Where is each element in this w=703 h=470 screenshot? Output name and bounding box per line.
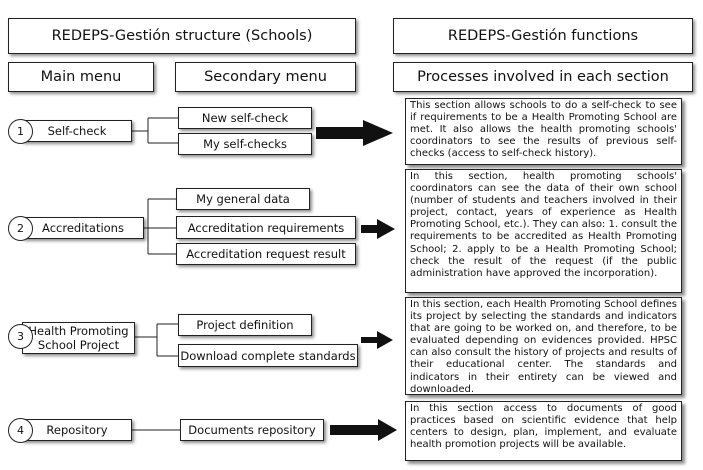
sub-item-download-complete-standards: Download complete standards xyxy=(178,344,358,367)
sub-item-project-definition: Project definition xyxy=(178,314,312,336)
main-item-self-check: Self-check xyxy=(22,120,132,142)
section-number-3: 3 xyxy=(8,324,33,349)
sub-item-accreditation-requirements: Accreditation requirements xyxy=(176,216,356,239)
sub-item-accreditation-request-result: Accreditation request result xyxy=(176,243,356,265)
main-item-health-promoting-school-project: Health Promoting School Project xyxy=(22,322,135,354)
section-number-1: 1 xyxy=(8,119,33,144)
processes-header: Processes involved in each section xyxy=(393,62,693,92)
sub-item-documents-repository: Documents repository xyxy=(180,419,324,441)
main-menu-header: Main menu xyxy=(8,62,154,92)
section-number-4: 4 xyxy=(8,418,33,443)
arrow-4 xyxy=(330,419,397,441)
sub-item-my-self-checks: My self-checks xyxy=(178,133,312,155)
arrow-1 xyxy=(316,120,393,146)
main-item-repository: Repository xyxy=(22,419,132,441)
sub-item-new-self-check: New self-check xyxy=(178,107,312,129)
functions-title: REDEPS-Gestión functions xyxy=(393,18,693,54)
main-item-accreditations: Accreditations xyxy=(22,217,144,239)
secondary-menu-header: Secondary menu xyxy=(175,62,356,92)
description-project: In this section, each Health Promoting S… xyxy=(405,297,682,395)
section-number-2: 2 xyxy=(8,216,33,241)
arrow-2 xyxy=(361,219,395,239)
description-accreditations: In this section, health promoting school… xyxy=(405,169,682,293)
structure-title: REDEPS-Gestión structure (Schools) xyxy=(8,18,356,54)
sub-item-my-general-data: My general data xyxy=(176,188,310,210)
description-repository: In this section access to documents of g… xyxy=(405,401,682,461)
arrow-3 xyxy=(361,331,393,349)
description-self-check: This section allows schools to do a self… xyxy=(405,98,682,165)
